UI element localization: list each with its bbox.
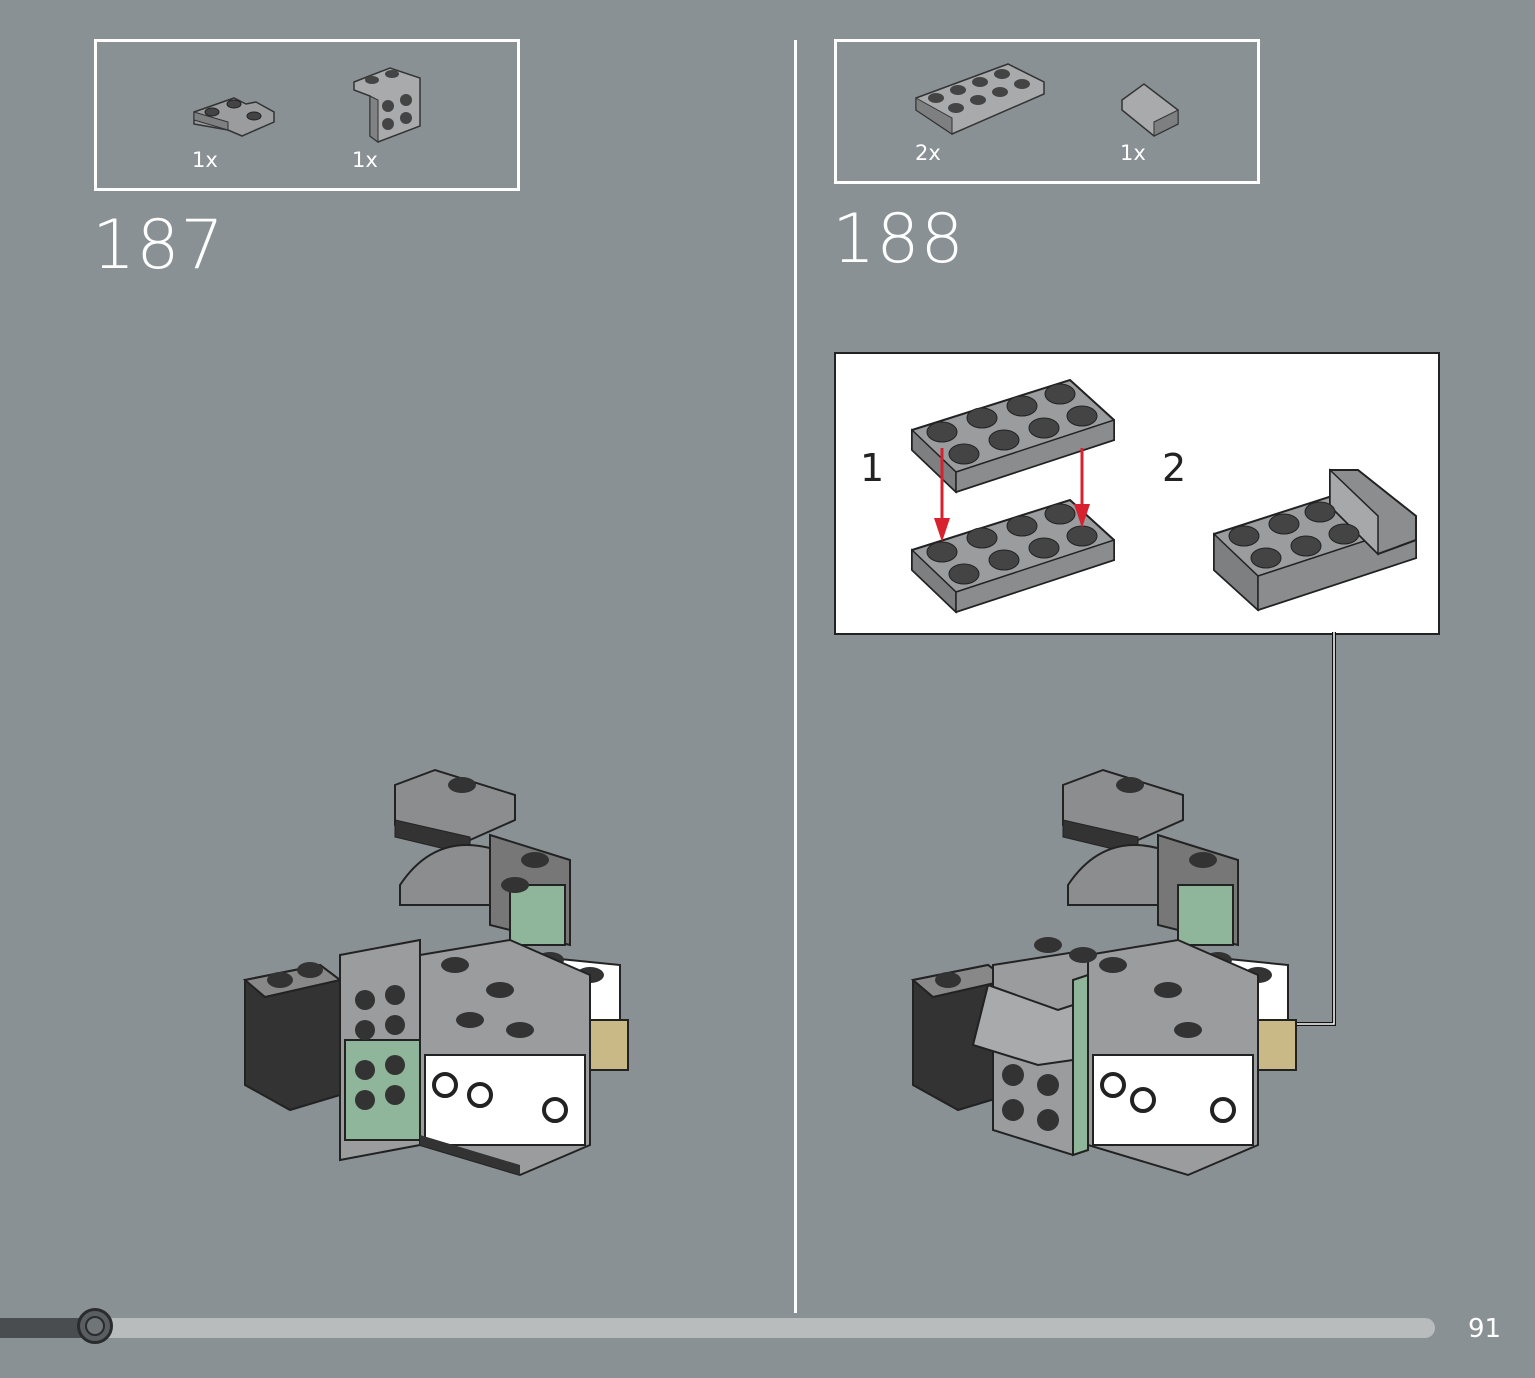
progress-knob[interactable] [77, 1308, 113, 1344]
red-arrow-icon [934, 448, 950, 542]
progress-fill [0, 1318, 97, 1338]
part-qty: 2x [915, 141, 941, 165]
substep-number: 1 [860, 446, 885, 490]
plate-2x4-icon [915, 63, 1045, 135]
step-number-187: 187 [92, 206, 225, 285]
bracket-icon [353, 67, 421, 143]
part-qty: 1x [352, 148, 378, 172]
l-plate-icon [193, 97, 275, 137]
part-qty: 1x [192, 148, 218, 172]
substep-number: 2 [1162, 446, 1187, 490]
sub-assembly-callout: 1 2 [834, 352, 1440, 635]
model-illustration-187 [242, 768, 629, 1177]
plate-2x4-bottom-icon [911, 498, 1115, 614]
page-number: 91 [1468, 1314, 1502, 1344]
model-illustration-188 [910, 768, 1297, 1177]
parts-list-188 [834, 39, 1260, 184]
progress-track [0, 1318, 1435, 1338]
slope-icon [1121, 83, 1179, 137]
part-qty: 1x [1120, 141, 1146, 165]
red-arrow-icon [1074, 448, 1090, 528]
step-number-188: 188 [832, 200, 965, 279]
plate-with-slope-icon [1213, 468, 1417, 612]
parts-list-187 [94, 39, 520, 191]
plate-2x4-top-icon [911, 378, 1115, 494]
page-divider [794, 40, 797, 1313]
